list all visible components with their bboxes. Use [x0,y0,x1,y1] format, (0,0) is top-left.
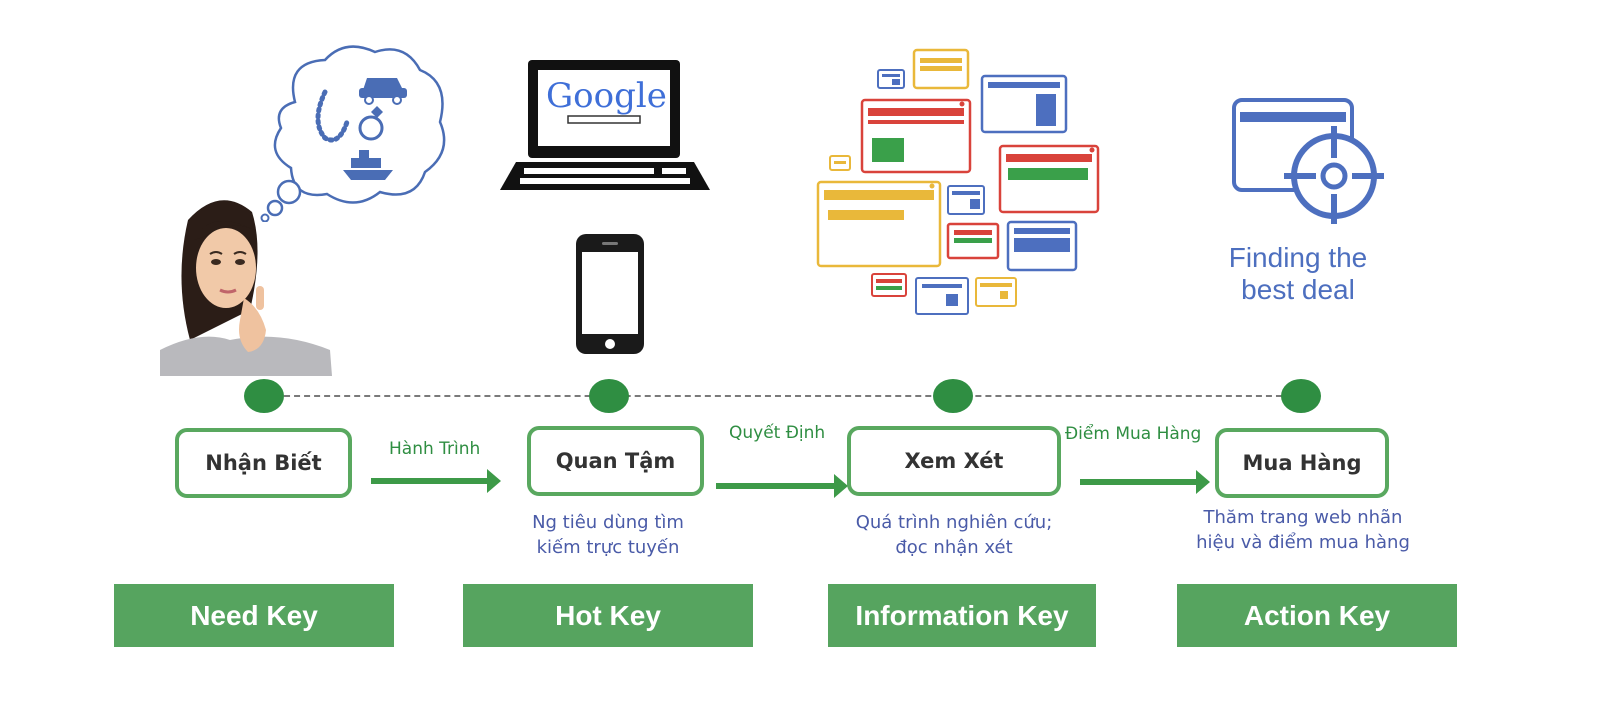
description-line: Thăm trang web nhãn [1203,507,1403,528]
key-bar-hot: Hot Key [463,584,753,647]
stage-description-2: Ng tiêu dùng tìm kiếm trực tuyến [498,510,718,560]
finding-line1: Finding the [1228,242,1368,273]
stage-description-3: Quá trình nghiên cứu; đọc nhận xét [834,510,1074,560]
finding-line2: best deal [1241,274,1355,305]
timeline-dot-3 [933,379,973,413]
transition-label-1: Hành Trình [389,439,481,459]
google-logo: Google [546,76,667,116]
arrow-1 [371,469,501,493]
key-bar-need: Need Key [114,584,394,647]
description-line: Ng tiêu dùng tìm [532,512,684,533]
stage-box-4: Mua Hàng [1215,428,1389,498]
timeline-dot-4 [1281,379,1321,413]
transition-label-3: Điểm Mua Hàng [1065,424,1202,444]
stage-box-2: Quan Tậm [527,426,704,496]
finding-best-deal: Finding the best deal [1198,242,1398,306]
timeline-dot-1 [244,379,284,413]
laptop-icon [500,60,710,190]
stage-description-4: Thăm trang web nhãn hiệu và điểm mua hàn… [1178,505,1428,555]
stage-box-3: Xem Xét [847,426,1061,496]
thought-bubble-icon [260,45,446,222]
description-line: đọc nhận xét [895,537,1013,558]
browser-windows-icon [816,48,1100,315]
timeline-dot-2 [589,379,629,413]
target-window-icon [1232,98,1384,224]
description-line: hiệu và điểm mua hàng [1196,532,1410,553]
description-line: Quá trình nghiên cứu; [855,512,1053,533]
arrow-3 [1080,470,1210,494]
timeline-dashed-line [264,395,1302,397]
smartphone-icon [576,234,644,354]
arrow-2 [716,474,848,498]
key-bar-information: Information Key [828,584,1096,647]
transition-label-2: Quyết Định [729,423,826,443]
woman-illustration [160,190,340,376]
key-bar-action: Action Key [1177,584,1457,647]
description-line: kiếm trực tuyến [536,537,680,558]
stage-box-1: Nhận Biết [175,428,352,498]
